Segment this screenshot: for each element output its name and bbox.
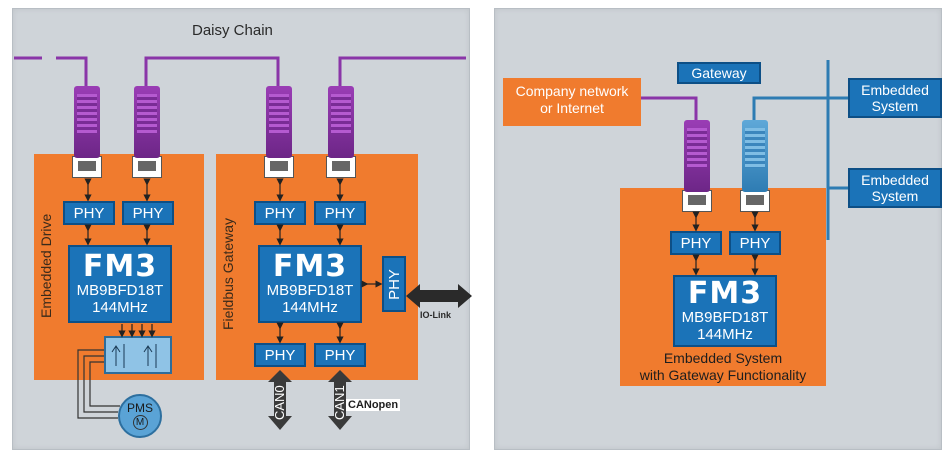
rgw-caption-line1: Embedded System: [663, 350, 783, 366]
can1-label: CAN1: [332, 385, 347, 420]
gateway-mcu-freq: 144MHz: [282, 299, 338, 316]
rgw-mcu-freq: 144MHz: [697, 326, 753, 343]
motor-symbol: M: [132, 415, 148, 430]
drive-mcu: FM3 MB9BFD18T 144MHz: [68, 245, 172, 323]
embedded-system-2-line2: System: [871, 188, 919, 204]
gateway-mcu-logo: FM3: [272, 249, 348, 284]
rgw-cable-plug-1: [684, 120, 710, 192]
embedded-system-box-2: Embedded System: [848, 168, 942, 208]
embedded-system-box-1: Embedded System: [848, 78, 942, 118]
daisy-chain-title: Daisy Chain: [192, 22, 273, 39]
gateway-phy-4: PHY: [314, 343, 366, 367]
drive-cable-plug-2: [134, 86, 160, 158]
drive-port-1: [72, 156, 102, 178]
canopen-logo: CANopen: [346, 399, 401, 411]
rgw-phy-2: PHY: [729, 231, 781, 255]
embedded-system-1-line2: System: [871, 98, 919, 114]
gateway-title-badge: Gateway: [677, 62, 761, 84]
company-network-line1: Company network: [515, 83, 629, 99]
iolink-logo: IO-Link: [420, 310, 451, 320]
motor-icon: PMS M: [118, 394, 162, 438]
drive-mcu-logo: FM3: [82, 249, 158, 284]
embedded-system-1-line1: Embedded: [861, 82, 929, 98]
gateway-phy-3: PHY: [254, 343, 306, 367]
rgw-mcu-logo: FM3: [687, 276, 763, 311]
gateway-cable-plug-1: [266, 86, 292, 158]
gateway-port-1: [264, 156, 294, 178]
gateway-mcu: FM3 MB9BFD18T 144MHz: [258, 245, 362, 323]
motor-label: PMS: [126, 401, 153, 415]
company-network-line2: or Internet: [540, 100, 604, 116]
company-network-box: Company network or Internet: [503, 78, 641, 126]
drive-mcu-model: MB9BFD18T: [76, 282, 164, 299]
rgw-phy-1: PHY: [670, 231, 722, 255]
rgw-mcu: FM3 MB9BFD18T 144MHz: [673, 275, 777, 347]
gateway-phy-side: PHY: [382, 256, 406, 312]
gateway-phy-2: PHY: [314, 201, 366, 225]
gateway-phy-1: PHY: [254, 201, 306, 225]
drive-cable-plug-1: [74, 86, 100, 158]
embedded-system-2-line1: Embedded: [861, 172, 929, 188]
drive-phy-2: PHY: [122, 201, 174, 225]
gateway-cable-plug-2: [328, 86, 354, 158]
inverter-block: [104, 336, 172, 374]
rgw-caption-line2: with Gateway Functionality: [639, 367, 807, 383]
rgw-caption: Embedded System with Gateway Functionali…: [620, 350, 826, 384]
rgw-mcu-model: MB9BFD18T: [681, 309, 769, 326]
drive-mcu-freq: 144MHz: [92, 299, 148, 316]
drive-phy-1: PHY: [63, 201, 115, 225]
rgw-cable-plug-2: [742, 120, 768, 192]
can0-label: CAN0: [272, 385, 287, 420]
gateway-mcu-model: MB9BFD18T: [266, 282, 354, 299]
